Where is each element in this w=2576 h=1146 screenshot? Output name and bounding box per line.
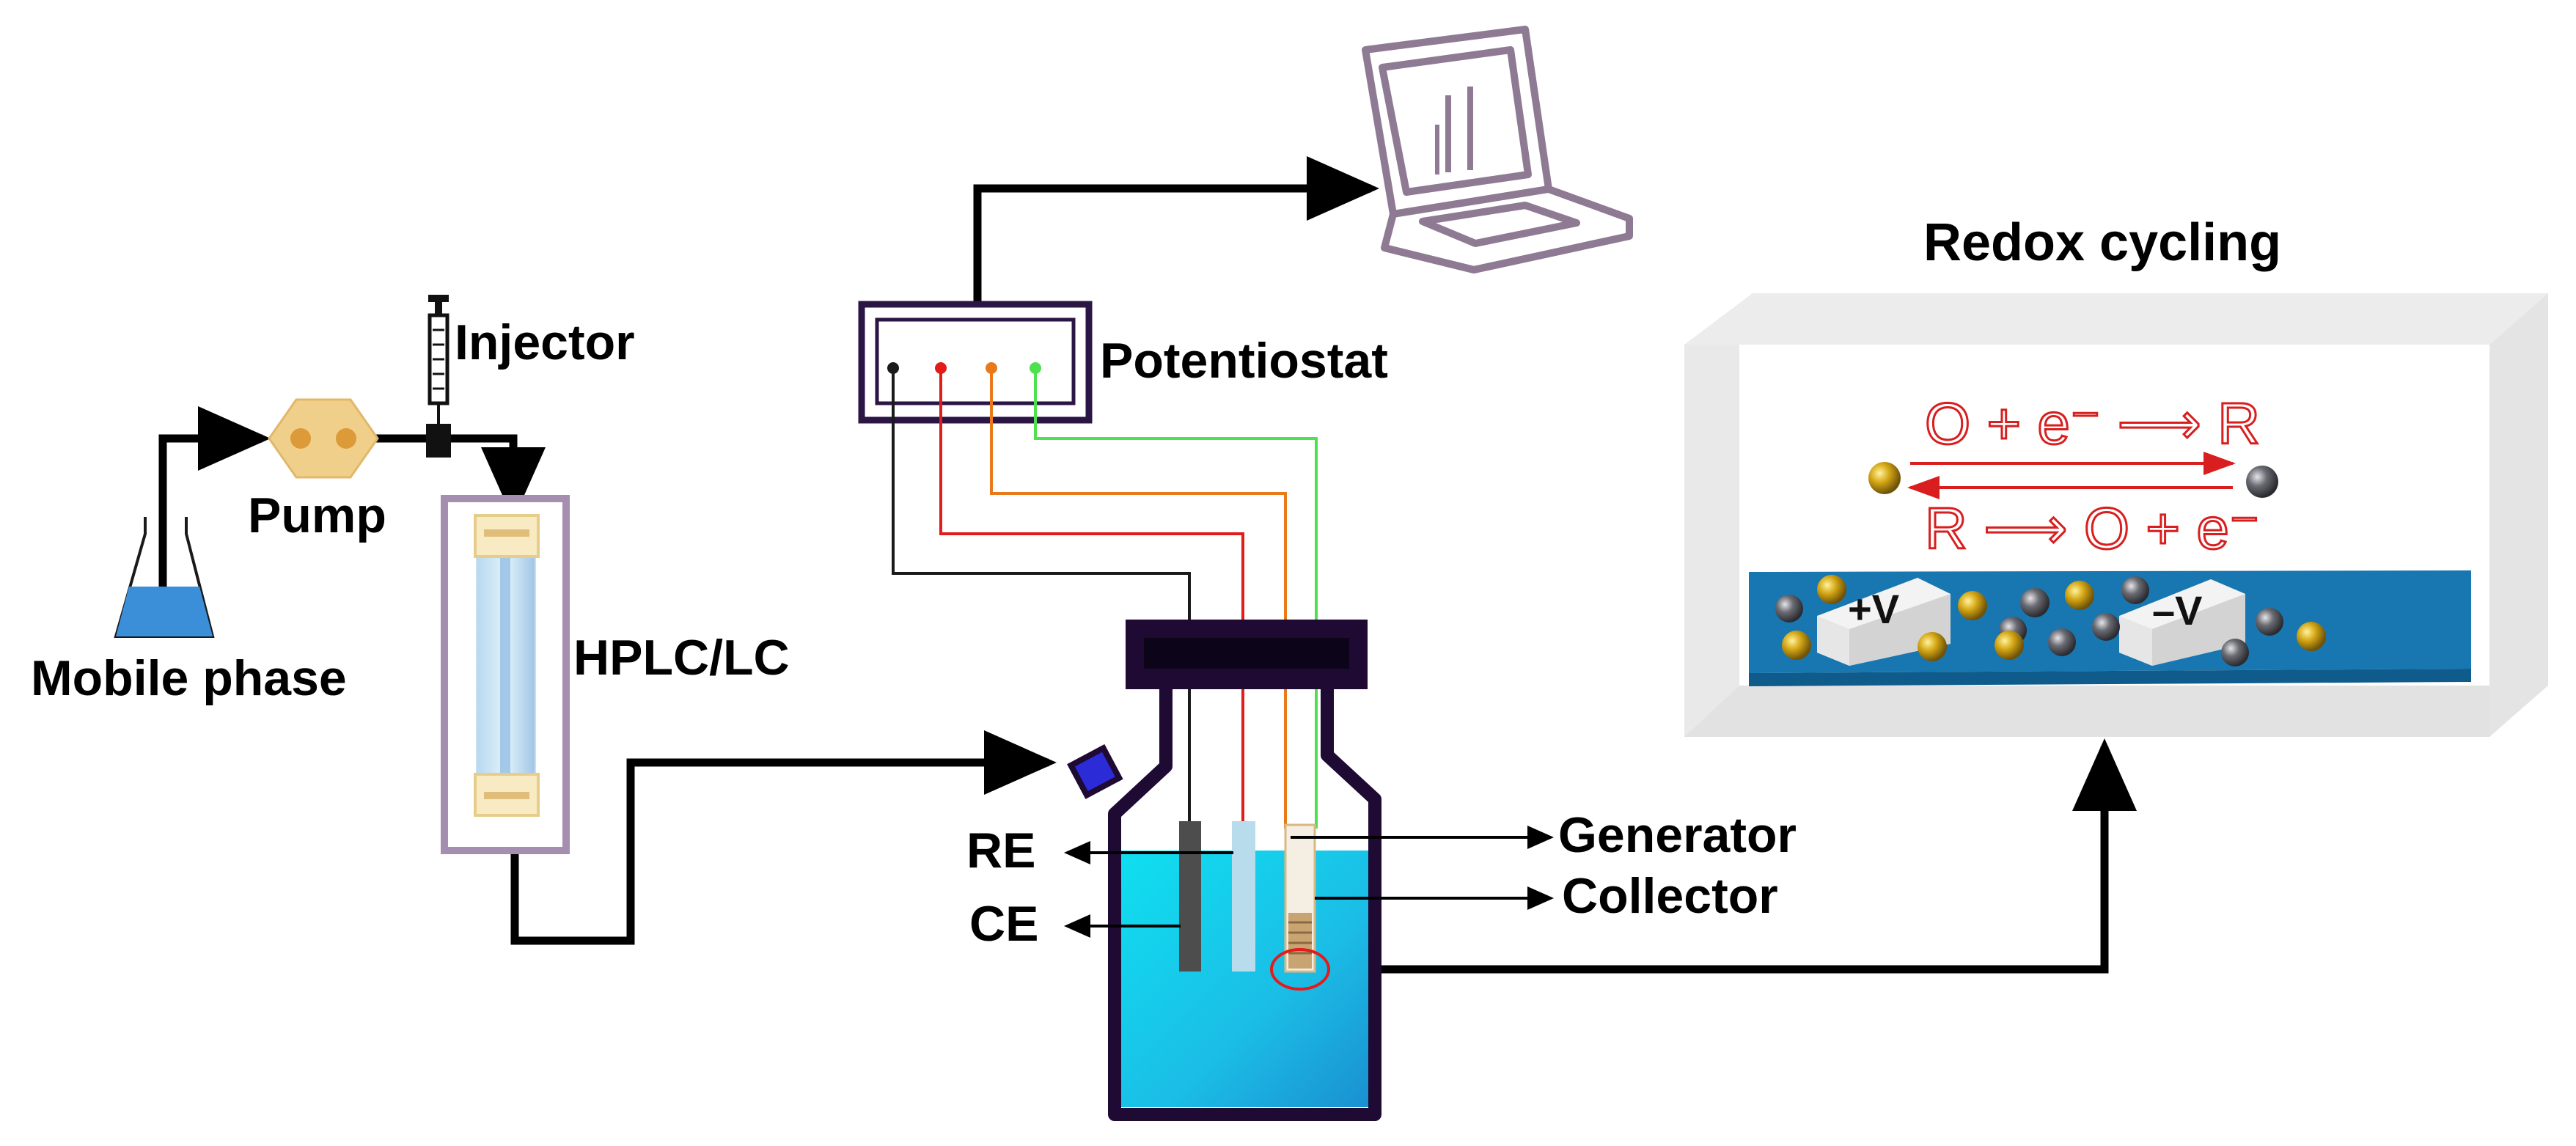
potentiostat-icon (858, 301, 1093, 424)
electrode-icon (1179, 821, 1330, 991)
re-label: RE (966, 823, 1035, 878)
hplc-label: HPLC/LC (573, 630, 790, 686)
line-electrode-to-redox (1309, 738, 2137, 974)
collector-label: Collector (1562, 868, 1778, 924)
laptop-icon (1362, 26, 1633, 273)
potentiostat-label: Potentiostat (1100, 333, 1388, 389)
flask-icon (114, 517, 215, 638)
redox-particles (1775, 462, 2326, 666)
flow-lines (158, 156, 2137, 974)
pump-label: Pump (248, 488, 386, 543)
electrode-pointers (1064, 826, 1554, 938)
line-potentiostat-to-laptop (973, 156, 1379, 304)
terminal-dots (887, 362, 1041, 374)
ce-label: CE (969, 896, 1038, 952)
line-column-to-cell (510, 730, 1057, 945)
generator-label: Generator (1558, 807, 1797, 863)
redox-title: Redox cycling (1923, 213, 2281, 272)
injector-label: Injector (455, 315, 635, 370)
column-icon (441, 495, 570, 854)
highlight-ring (1270, 948, 1330, 991)
line-pump-to-column (374, 434, 546, 520)
cell-vessel-icon (1067, 620, 1381, 1121)
pump-icon (268, 398, 379, 479)
equation-reduction: O + e⁻ ⟶ R (1925, 391, 2260, 456)
line-flask-to-pump (158, 406, 271, 594)
plus-v-label: +V (1848, 586, 1899, 632)
equation-oxidation: R ⟶ O + e⁻ (1925, 496, 2260, 561)
mobile-phase-label: Mobile phase (31, 650, 347, 706)
syringe-icon (426, 295, 451, 458)
wire-black (892, 368, 1191, 821)
minus-v-label: –V (2152, 587, 2203, 633)
